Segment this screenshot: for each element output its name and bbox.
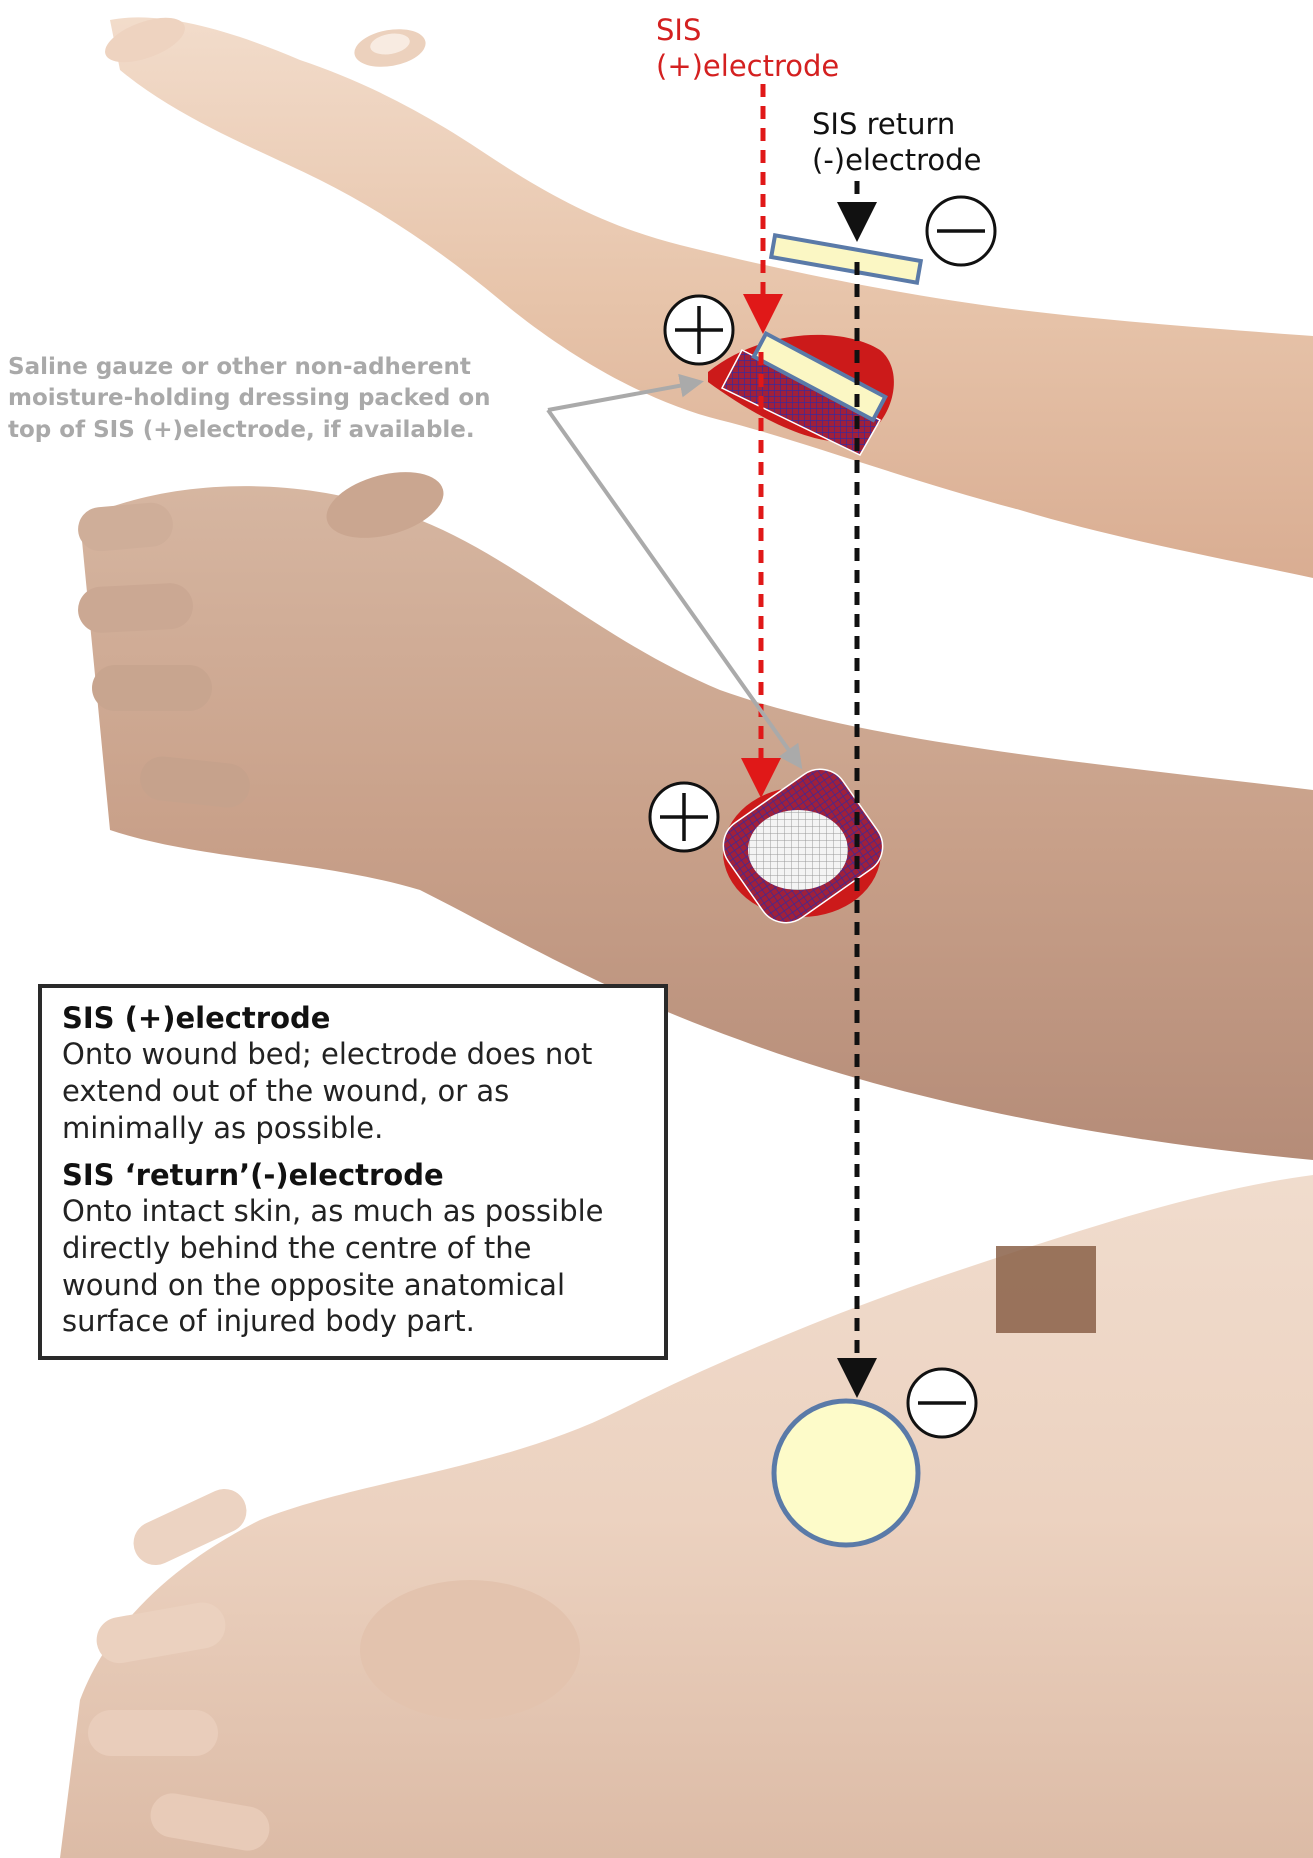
positive-electrode-label-line2: (+)electrode bbox=[656, 48, 839, 84]
electrode-info-box: SIS (+)electrode Onto wound bed; electro… bbox=[38, 984, 668, 1360]
return-electrode-text-line2: directly behind the centre of the bbox=[62, 1230, 646, 1267]
positive-electrode-label-line1: SIS bbox=[656, 12, 839, 48]
positive-electrode-text-line1: Onto wound bed; electrode does not bbox=[62, 1036, 646, 1073]
skin-patch bbox=[996, 1246, 1096, 1333]
positive-electrode-text-line2: extend out of the wound, or as bbox=[62, 1073, 646, 1110]
positive-electrode-label: SIS (+)electrode bbox=[656, 12, 839, 85]
gauze-note-line2: moisture-holding dressing packed on bbox=[8, 383, 491, 414]
return-electrode-text-line4: surface of injured body part. bbox=[62, 1303, 646, 1340]
gauze-note-line3: top of SIS (+)electrode, if available. bbox=[8, 415, 491, 446]
return-electrode-title: SIS ‘return’(-)electrode bbox=[62, 1157, 646, 1193]
plus-symbol-top bbox=[665, 296, 733, 364]
return-electrode-label: SIS return (-)electrode bbox=[812, 106, 981, 179]
gauze-note: Saline gauze or other non-adherent moist… bbox=[8, 352, 491, 446]
return-electrode-bottom bbox=[774, 1401, 918, 1545]
positive-electrode-text-line3: minimally as possible. bbox=[62, 1110, 646, 1147]
gauze-note-line1: Saline gauze or other non-adherent bbox=[8, 352, 491, 383]
minus-symbol-top bbox=[927, 197, 995, 265]
return-electrode-text-line3: wound on the opposite anatomical bbox=[62, 1267, 646, 1304]
plus-symbol-middle bbox=[650, 783, 718, 851]
return-electrode-text-line1: Onto intact skin, as much as possible bbox=[62, 1193, 646, 1230]
positive-electrode-middle bbox=[748, 810, 848, 890]
minus-symbol-bottom bbox=[908, 1369, 976, 1437]
return-electrode-label-line1: SIS return bbox=[812, 106, 981, 142]
positive-electrode-title: SIS (+)electrode bbox=[62, 1000, 646, 1036]
return-electrode-label-line2: (-)electrode bbox=[812, 142, 981, 178]
